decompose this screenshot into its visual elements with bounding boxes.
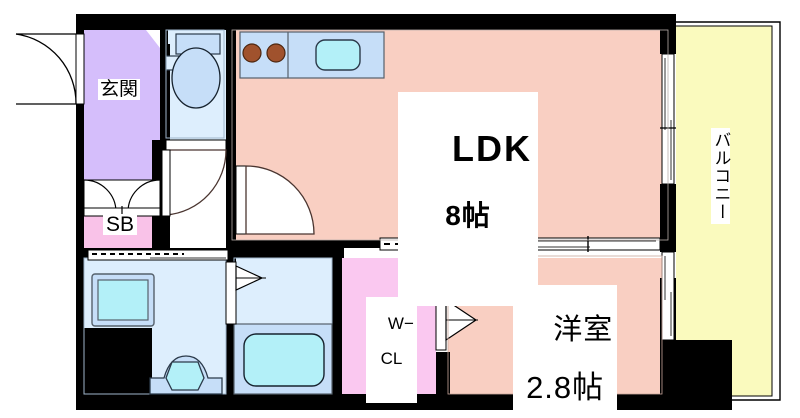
toilet-door-leaf	[161, 149, 171, 217]
bathroom-fixtures	[233, 257, 333, 395]
ldk-door[interactable]	[235, 165, 315, 235]
shoebox-door-right-swing	[127, 179, 161, 213]
kitchen-counter	[239, 31, 385, 79]
wall-ldk-lower	[232, 240, 342, 258]
shoe-box-doors[interactable]	[83, 179, 161, 218]
bathroom-door[interactable]	[225, 261, 266, 325]
ldk-bottom-window[interactable]	[379, 236, 661, 252]
wall-closet-right2	[436, 352, 450, 394]
wall-left-b	[76, 104, 84, 404]
washroom-fixtures	[83, 257, 227, 395]
wall-corridor-stub	[226, 140, 236, 156]
vanity-sink-basin	[165, 361, 205, 391]
closet-door-leaf	[435, 287, 447, 351]
balcony-notch	[676, 340, 732, 410]
closet-floor	[340, 258, 436, 394]
wall-bottom	[76, 394, 676, 410]
bath-tub	[243, 333, 325, 387]
wall-toilet-left	[160, 30, 168, 44]
wall-bath-left	[226, 258, 236, 394]
bathroom-door-leaf	[225, 261, 237, 325]
shoebox-door-left-swing	[83, 179, 117, 213]
toilet-door-head	[165, 139, 227, 151]
toilet-door-swing	[165, 149, 227, 216]
wall-block-bottom-left	[76, 328, 150, 408]
balcony-railing	[676, 21, 781, 401]
wall-closet-left	[332, 248, 342, 394]
stove-burner-right-icon	[266, 43, 286, 63]
balcony-window-bed-frame	[661, 251, 675, 341]
wall-toilet-right	[226, 30, 236, 150]
kitchen	[239, 31, 385, 79]
balcony-window-bedroom[interactable]	[661, 251, 675, 341]
wall-left-a	[76, 14, 84, 44]
wall-top	[76, 14, 676, 30]
toilet-door[interactable]	[161, 139, 227, 217]
wall-corridor-right	[226, 150, 236, 258]
washroom-door[interactable]	[87, 249, 229, 261]
entrance-door-swing	[15, 33, 77, 105]
kitchen-sink-icon	[315, 39, 361, 71]
stove-burner-left-icon	[242, 43, 262, 63]
bedroom-floor	[448, 258, 668, 394]
ldk-door-leaf	[235, 165, 247, 235]
entrance-door[interactable]	[15, 33, 85, 105]
toilet-fixture	[165, 29, 225, 139]
ldk-door-swing	[245, 165, 315, 235]
wall-entrance-right	[160, 44, 170, 144]
entrance-door-frame	[75, 33, 85, 105]
toilet-room-outline	[165, 29, 225, 139]
toilet-bowl	[171, 47, 221, 109]
washing-machine-inner	[97, 279, 149, 321]
wall-hall-ldk	[226, 30, 234, 40]
wall-seg-right	[660, 240, 676, 252]
